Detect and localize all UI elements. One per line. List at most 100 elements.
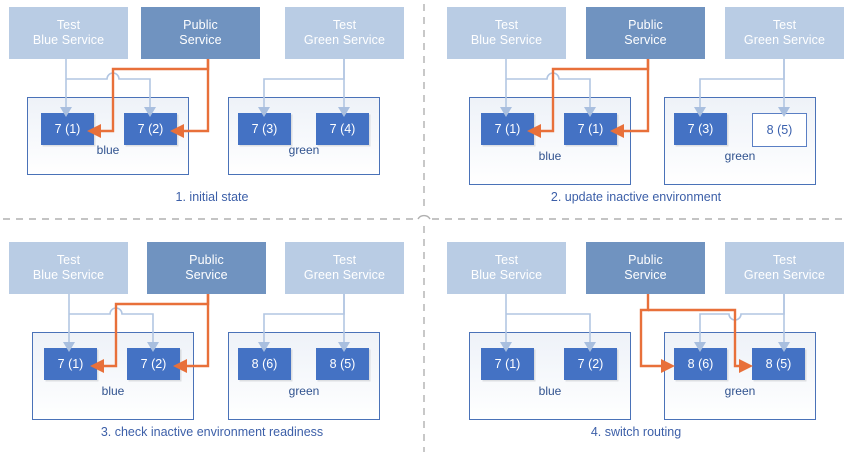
- service-test-green-line2: Green Service: [743, 268, 826, 282]
- panel-4: Test Blue Service Public Service Test Gr…: [424, 228, 848, 456]
- service-public: Public Service: [147, 242, 266, 294]
- service-test-blue-line1: Test: [494, 253, 519, 267]
- service-public: Public Service: [586, 242, 705, 294]
- arrowhead-blue1: [60, 107, 72, 117]
- service-test-blue: Test Blue Service: [9, 242, 128, 294]
- panel-2-caption: 2. update inactive environment: [550, 190, 722, 204]
- panel-3-wires: [63, 294, 350, 373]
- node-green-1[interactable]: 8 (6): [674, 348, 727, 380]
- service-test-blue-line1: Test: [56, 18, 81, 32]
- arrowhead-blue1: [500, 342, 512, 352]
- arrowhead-green1: [258, 107, 270, 117]
- arrowhead-public-green2: [739, 359, 753, 373]
- node-blue-1[interactable]: 7 (1): [481, 113, 534, 145]
- arrowhead-blue2: [584, 107, 596, 117]
- wire-public-to-green2: [648, 308, 740, 368]
- service-public-line2: Service: [624, 33, 667, 47]
- node-green-2[interactable]: 8 (5): [752, 113, 807, 147]
- node-green-2[interactable]: 8 (5): [752, 348, 805, 380]
- arrowhead-green2: [778, 342, 790, 352]
- node-green-1[interactable]: 8 (6): [238, 348, 291, 380]
- arrowhead-green1: [694, 107, 706, 117]
- node-blue-1[interactable]: 7 (1): [481, 348, 534, 380]
- node-blue-2[interactable]: 7 (2): [564, 348, 617, 380]
- arrowhead-blue1: [63, 342, 75, 352]
- wire-public-to-blue2: [183, 59, 210, 133]
- arrowhead-green2: [778, 107, 790, 117]
- panel-1-caption: 1. initial state: [175, 190, 249, 204]
- node-green-1[interactable]: 7 (3): [238, 113, 291, 145]
- arrowhead-green1: [694, 342, 706, 352]
- service-public-line2: Service: [179, 33, 222, 47]
- divider-crossing-hop: [417, 214, 431, 220]
- service-test-blue: Test Blue Service: [9, 7, 128, 59]
- arrowhead-green2: [338, 342, 350, 352]
- arrowhead-blue1: [500, 107, 512, 117]
- service-test-blue: Test Blue Service: [447, 7, 566, 59]
- wire-public-to-blue2: [186, 294, 210, 368]
- wire-testblue-to-blue2: [506, 313, 591, 343]
- arrowhead-public-blue2: [610, 124, 624, 138]
- node-blue-1[interactable]: 7 (1): [41, 113, 94, 145]
- service-test-green: Test Green Service: [285, 242, 404, 294]
- env-blue-label: blue: [538, 149, 562, 163]
- service-test-green-line2: Green Service: [303, 33, 386, 47]
- service-public-line1: Public: [628, 18, 663, 32]
- env-green-label: green: [288, 143, 320, 157]
- arrowhead-blue2: [584, 342, 596, 352]
- wire-public-to-green1: [639, 294, 662, 368]
- arrowhead-green2: [338, 107, 350, 117]
- node-green-1[interactable]: 7 (3): [674, 113, 727, 145]
- service-test-green: Test Green Service: [725, 242, 844, 294]
- service-test-green-line1: Test: [332, 253, 357, 267]
- service-test-blue-line1: Test: [494, 18, 519, 32]
- service-test-blue-line1: Test: [56, 253, 81, 267]
- arrowhead-blue2: [144, 107, 156, 117]
- service-test-blue-line2: Blue Service: [470, 33, 543, 47]
- service-test-blue-line2: Blue Service: [32, 33, 105, 47]
- arrowhead-public-blue1: [527, 124, 541, 138]
- service-public-line2: Service: [185, 268, 228, 282]
- service-test-green-line1: Test: [332, 18, 357, 32]
- service-test-green-line2: Green Service: [303, 268, 386, 282]
- service-public-line1: Public: [189, 253, 224, 267]
- panel-1-wires: [60, 59, 350, 138]
- service-test-blue-line2: Blue Service: [32, 268, 105, 282]
- node-green-2[interactable]: 7 (4): [316, 113, 369, 145]
- panel-3-caption: 3. check inactive environment readiness: [100, 425, 324, 439]
- service-test-green-line1: Test: [772, 253, 797, 267]
- panel-3: Test Blue Service Public Service Test Gr…: [0, 228, 424, 456]
- service-public-line2: Service: [624, 268, 667, 282]
- panel-4-wires: [500, 294, 790, 373]
- arrowhead-public-green1: [661, 359, 675, 373]
- node-blue-2[interactable]: 7 (2): [124, 113, 177, 145]
- service-public: Public Service: [586, 7, 705, 59]
- panel-1: Test Blue Service Public Service Test Gr…: [0, 0, 424, 228]
- env-green-label: green: [724, 384, 756, 398]
- arrowhead-public-blue1: [87, 124, 101, 138]
- arrowhead-blue2: [147, 342, 159, 352]
- env-green-label: green: [288, 384, 320, 398]
- node-green-2[interactable]: 8 (5): [316, 348, 369, 380]
- service-test-blue: Test Blue Service: [447, 242, 566, 294]
- env-blue-label: blue: [101, 384, 125, 398]
- service-public-line1: Public: [183, 18, 218, 32]
- env-green-label: green: [724, 149, 756, 163]
- service-test-green: Test Green Service: [725, 7, 844, 59]
- env-blue-label: blue: [538, 384, 562, 398]
- service-test-blue-line2: Blue Service: [470, 268, 543, 282]
- node-blue-1[interactable]: 7 (1): [44, 348, 97, 380]
- panel-4-caption: 4. switch routing: [590, 425, 682, 439]
- arrowhead-public-blue2: [170, 124, 184, 138]
- service-public-line1: Public: [628, 253, 663, 267]
- service-test-green: Test Green Service: [285, 7, 404, 59]
- node-blue-2[interactable]: 7 (2): [127, 348, 180, 380]
- panel-2: Test Blue Service Public Service Test Gr…: [424, 0, 848, 228]
- arrowhead-green1: [258, 342, 270, 352]
- arrowhead-public-blue1: [90, 359, 104, 373]
- arrowhead-public-blue2: [173, 359, 187, 373]
- env-blue-label: blue: [96, 143, 120, 157]
- node-blue-2[interactable]: 7 (1): [564, 113, 617, 145]
